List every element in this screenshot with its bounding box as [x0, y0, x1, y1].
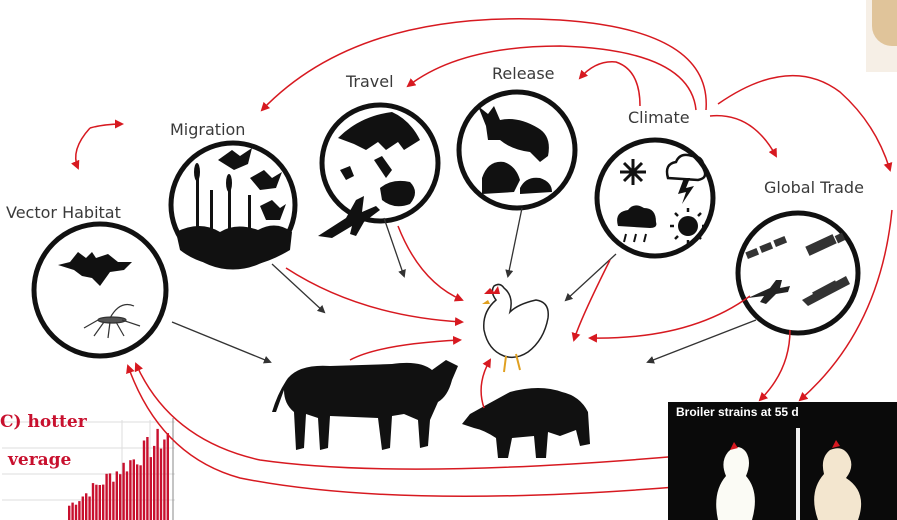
inset-bar	[112, 482, 114, 520]
inset-bar	[126, 471, 128, 520]
broiler-photo: Broiler strains at 55 d	[668, 402, 897, 520]
chicken-icon	[482, 284, 548, 372]
inset-bar	[129, 460, 131, 520]
migration-circle	[171, 143, 295, 267]
inset-bar	[99, 485, 101, 520]
inset-bar	[160, 449, 162, 520]
migration-label: Migration	[170, 120, 245, 139]
global-trade-circle	[738, 213, 858, 333]
vector-habitat-label: Vector Habitat	[6, 203, 121, 222]
inset-bar	[71, 503, 73, 520]
travel-circle	[318, 105, 438, 238]
inset-bar	[75, 505, 77, 520]
climate-circle	[597, 140, 713, 256]
inset-bar	[167, 433, 169, 520]
inset-bar	[150, 457, 152, 520]
global-trade-label: Global Trade	[764, 178, 864, 197]
inset-bar	[116, 471, 118, 520]
inset-bar	[156, 429, 158, 520]
cow-icon	[272, 360, 458, 450]
inset-bar	[136, 464, 138, 520]
corner-photo-fragment	[866, 0, 897, 72]
inset-bar	[95, 485, 97, 520]
vector-habitat-circle	[34, 224, 166, 356]
release-circle	[459, 92, 575, 208]
inset-bar	[163, 440, 165, 520]
inset-bar	[153, 446, 155, 520]
inset-bar	[85, 493, 87, 520]
inset-bar	[133, 459, 135, 520]
inset-bar	[92, 483, 94, 520]
inset-bar	[146, 437, 148, 520]
inset-bar	[78, 501, 80, 520]
inset-bar	[139, 465, 141, 520]
travel-label: Travel	[346, 72, 394, 91]
inset-chart-text-line1: C) hotter	[0, 412, 87, 432]
inset-bar	[109, 473, 111, 520]
inset-chart-text-line2: verage	[8, 450, 71, 470]
broiler-birds	[668, 402, 897, 520]
inset-bar	[68, 506, 70, 520]
inset-bar	[119, 474, 121, 520]
inset-bar	[88, 497, 90, 520]
release-label: Release	[492, 64, 555, 83]
inset-bar	[105, 474, 107, 520]
inset-bar	[143, 441, 145, 520]
inset-bar	[122, 463, 124, 520]
inset-bar	[102, 485, 104, 520]
inset-bar	[82, 497, 84, 520]
climate-label: Climate	[628, 108, 690, 127]
